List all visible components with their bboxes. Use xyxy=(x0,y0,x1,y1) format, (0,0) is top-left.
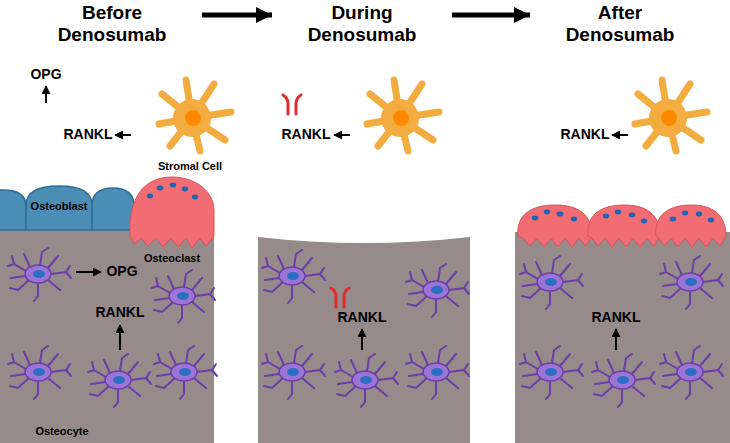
panel-heading: Before Denosumab xyxy=(22,2,202,46)
osteocyte-cell xyxy=(262,250,325,303)
molecule-label: RANKL xyxy=(282,127,331,142)
osteocyte-cell xyxy=(660,256,723,309)
bone-matrix xyxy=(258,237,470,443)
heading-text: After Denosumab xyxy=(555,2,685,46)
nucleus xyxy=(192,195,198,200)
signal-arrow xyxy=(612,134,628,136)
osteoclast-nuclei xyxy=(147,183,198,200)
bone-matrix xyxy=(0,230,214,443)
osteocyte-cell xyxy=(262,346,325,399)
nucleus xyxy=(532,216,538,221)
osteocyte-cell xyxy=(8,346,71,399)
osteocyte-cell xyxy=(520,256,583,309)
osteoclast-cell xyxy=(130,177,214,248)
heading-text: During Denosumab xyxy=(297,2,427,46)
signal-arrow xyxy=(615,329,617,350)
osteoblast-cell xyxy=(26,186,92,230)
nucleus xyxy=(629,213,635,218)
flow-arrow xyxy=(452,13,530,18)
molecule-label: OPG xyxy=(106,264,137,279)
signal-arrow xyxy=(119,325,121,350)
osteoclast-cell xyxy=(518,205,592,247)
signal-arrows xyxy=(46,86,628,350)
signal-arrow xyxy=(361,329,363,350)
nucleus xyxy=(544,210,550,215)
signal-arrow xyxy=(76,271,101,273)
signal-arrow xyxy=(115,134,131,136)
stromal-cell xyxy=(367,80,439,151)
osteocyte-cell xyxy=(406,264,469,317)
osteoclast-cell xyxy=(656,205,726,247)
antibody-symbol xyxy=(283,95,301,114)
signal-arrow xyxy=(45,86,47,103)
nucleus xyxy=(670,217,676,222)
molecule-label: OPG xyxy=(30,67,61,82)
osteocyte-cell xyxy=(406,346,469,399)
bone-matrix xyxy=(515,232,730,443)
nucleus xyxy=(182,187,188,192)
cell-label: Osteoblast xyxy=(31,200,88,212)
osteocyte-cell xyxy=(592,354,655,407)
osteoblast-cells xyxy=(0,186,134,230)
molecule-label: RANKL xyxy=(96,305,145,320)
osteocyte-cell xyxy=(88,354,151,407)
nucleus xyxy=(170,183,176,188)
cell-label: Osteoclast xyxy=(144,252,200,264)
panel-heading: During Denosumab xyxy=(272,2,452,46)
nucleus xyxy=(615,210,621,215)
molecule-label: RANKL xyxy=(64,127,113,142)
nucleus xyxy=(708,218,714,223)
cell-label: Osteocyte xyxy=(35,425,88,437)
nucleus xyxy=(696,212,702,217)
osteoclast-nuclei xyxy=(532,210,714,224)
flow-arrow xyxy=(202,13,272,18)
osteoblast-cell xyxy=(92,188,134,230)
antibody-symbol xyxy=(331,288,349,307)
nucleus xyxy=(571,217,577,222)
nucleus xyxy=(682,211,688,216)
nucleus xyxy=(147,194,153,199)
molecule-label: RANKL xyxy=(338,310,387,325)
cell-label: Stromal Cell xyxy=(158,160,222,172)
osteocyte-cell xyxy=(660,346,723,399)
heading-text: Before Denosumab xyxy=(47,2,177,46)
nucleus xyxy=(557,212,563,217)
nucleus xyxy=(603,214,609,219)
signal-arrow xyxy=(334,134,350,136)
osteocyte-cell xyxy=(8,248,71,301)
osteoblast-cell xyxy=(0,190,26,230)
nucleus xyxy=(157,186,163,191)
stromal-cell xyxy=(635,80,707,151)
osteoclast-cell xyxy=(588,205,660,247)
osteoclast-cells xyxy=(518,205,726,247)
osteocyte-cell xyxy=(335,354,398,407)
panel-heading: After Denosumab xyxy=(530,2,710,46)
stromal-cell xyxy=(159,80,231,151)
molecule-label: RANKL xyxy=(592,310,641,325)
nucleus xyxy=(641,219,647,224)
osteocyte-cell xyxy=(154,346,217,399)
molecule-label: RANKL xyxy=(561,127,610,142)
osteocyte-cell xyxy=(152,270,215,323)
osteocyte-cell xyxy=(520,346,583,399)
